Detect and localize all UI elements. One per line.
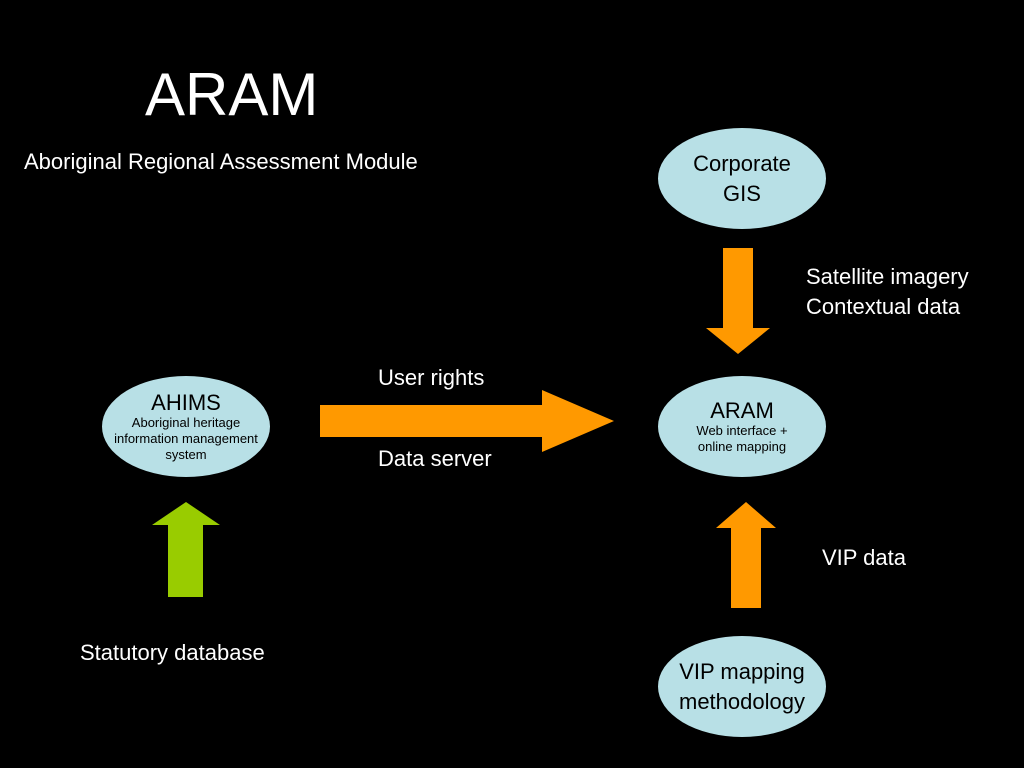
label-contextual-data: Contextual data	[806, 294, 961, 319]
node-vip-mapping-line-1: VIP mapping	[679, 658, 805, 684]
node-aram-desc-line-2: online mapping	[697, 438, 787, 454]
node-ahims-desc-line-3: system	[165, 446, 207, 462]
page-subtitle: Aboriginal Regional Assessment Module	[24, 149, 418, 174]
label-gis-to-aram: Satellite imagery Contextual data	[806, 262, 969, 322]
node-ahims: AHIMS Aboriginal heritage information ma…	[102, 376, 270, 477]
arrow-vip-to-aram	[716, 502, 776, 608]
arrow-gis-to-aram	[706, 248, 770, 354]
node-ahims-desc-line-2: information management	[114, 430, 258, 446]
node-ahims-desc-line-1: Aboriginal heritage	[131, 414, 241, 430]
label-user-rights: User rights	[378, 365, 485, 390]
node-corporate-gis-line-1: Corporate	[693, 150, 791, 176]
node-corporate-gis: Corporate GIS	[658, 128, 826, 229]
label-vip-data: VIP data	[822, 545, 906, 570]
page-title: ARAM	[145, 61, 319, 128]
node-corporate-gis-line-2: GIS	[723, 180, 761, 206]
node-aram-name: ARAM	[710, 397, 774, 423]
node-aram: ARAM Web interface + online mapping	[658, 376, 826, 477]
node-aram-desc-line-1: Web interface +	[696, 422, 788, 438]
label-data-server: Data server	[378, 446, 492, 471]
label-statutory-database: Statutory database	[80, 640, 265, 665]
node-vip-mapping: VIP mapping methodology	[658, 636, 826, 737]
node-vip-mapping-line-2: methodology	[679, 688, 805, 714]
arrow-database-to-ahims	[152, 502, 220, 597]
label-satellite-imagery: Satellite imagery	[806, 264, 969, 289]
node-ahims-name: AHIMS	[151, 389, 221, 415]
arrow-ahims-to-aram	[320, 390, 614, 452]
